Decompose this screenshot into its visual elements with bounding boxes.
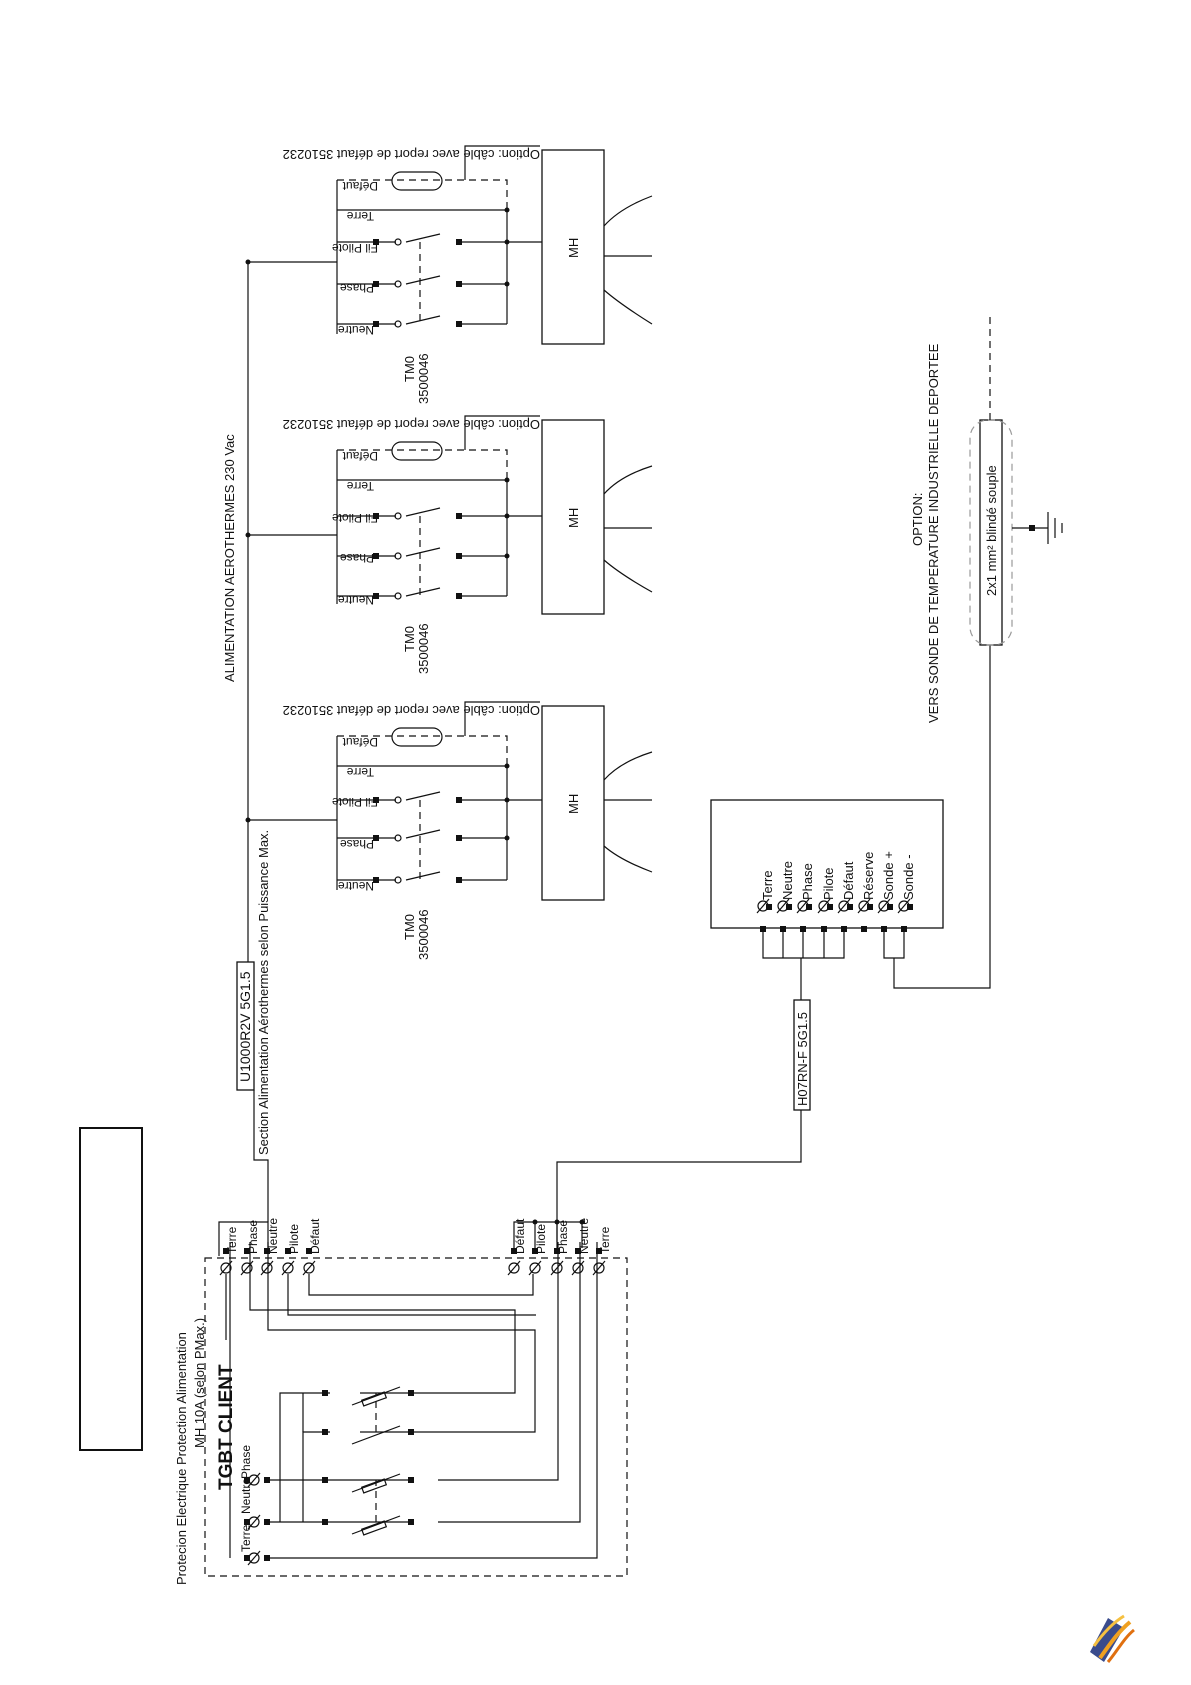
controller-terminal-phase: Phase [800,863,815,900]
terminal-screw-icon [240,1260,254,1276]
option-note-3: Option: câble avec report de défaut 3510… [283,147,540,162]
controller-cable-box [793,999,811,1111]
terminal-neutre-2: Neutre [338,593,374,607]
switch-ref-3: TM0 [402,356,417,382]
feeder: U1000R2V 5G1.5 Section Alimentation Aéro… [222,259,337,1222]
right-terminal-row: Défaut Pilote Phase Neutre Terre [507,1218,612,1276]
terminal-neutre-3: Neutre [338,323,374,337]
mh-unit-2 [541,419,605,615]
probe-option-title: OPTION: [910,493,925,546]
right-terminal-pilote: Pilote [534,1224,548,1254]
switch-code-3: 3500046 [416,353,431,404]
feeder-cable-box [236,961,255,1091]
terminal-screw-icon [260,1260,274,1276]
terminal-screw-icon [219,1260,233,1276]
left-terminal-defaut: Défaut [308,1218,322,1254]
right-terminal-neutre: Neutre [577,1218,591,1254]
protection-rating: MH 10A (selon PMax.) [192,1318,207,1448]
probe-option-text: VERS SONDE DE TEMPERATURE INDUSTRIELLE D… [926,343,941,723]
switch-code-1: 3500046 [416,909,431,960]
terminal-screw-icon [281,1260,295,1276]
probe-cable-label: 2x1 mm² blindé souple [984,465,999,596]
left-terminal-pilote: Pilote [287,1224,301,1254]
heater-section-3: Option: câble avec report de défaut 3510… [283,145,653,404]
mh-label-3: MH [566,238,581,258]
logo-icon [1090,1614,1135,1663]
terminal-screw-icon [571,1260,585,1276]
left-terminal-terre: Terre [225,1226,239,1254]
right-terminal-phase: Phase [556,1220,570,1254]
terminal-phase-1: Phase [340,837,374,851]
terminal-screw-icon [507,1260,521,1276]
terminal-phase-3: Phase [340,281,374,295]
terminal-phase-2: Phase [340,551,374,565]
tgbt-title: TGBT CLIENT [216,1364,237,1490]
terminal-terre-1: Terre [346,765,374,779]
terminal-neutre-1: Neutre [338,879,374,893]
terminal-defaut-3: Défaut [342,179,378,193]
tgbt-client-panel: TGBT CLIENT Protecion Electrique Protect… [174,1218,628,1585]
terminal-pilote-3: Fil Pilote [332,241,378,255]
controller-terminal-pilote: Pilote [821,867,836,900]
terminal-defaut-2: Défaut [342,449,378,463]
controller-terminal-reserve: Réserve [861,852,876,900]
mh-unit-3 [541,149,605,345]
switch-ref-1: TM0 [402,914,417,940]
supply-label-neutre: Neutre [239,1478,253,1514]
controller: H07RN-F 5G1.5 Terre Neutre Phase Pilote … [556,645,991,1242]
controller-terminal-neutre: Neutre [780,861,795,900]
terminal-screw-icon [528,1260,542,1276]
option-note-2: Option: câble avec report de défaut 3510… [283,417,540,432]
title-block [79,1127,143,1451]
breaker-symbol [322,1386,414,1445]
heater-section-2: Option: câble avec report de défaut 3510… [283,415,653,674]
left-terminal-phase: Phase [246,1220,260,1254]
protection-header: Protecion Electrique Protection Alimenta… [174,1332,189,1585]
mh-label-1: MH [566,794,581,814]
switch-ref-2: TM0 [402,626,417,652]
controller-cable-label: H07RN-F 5G1.5 [795,1012,810,1106]
controller-terminal-terre: Terre [760,870,775,900]
heater-section-1: Option: câble avec report de défaut 3510… [283,701,653,960]
feeder-section-note: Section Alimentation Aérothermes selon P… [256,830,271,1155]
mh-label-2: MH [566,508,581,528]
bus-title: ALIMENTATION AEROTHERMES 230 Vac [222,434,237,682]
probe-option: OPTION: VERS SONDE DE TEMPERATURE INDUST… [910,312,1063,723]
option-note-1: Option: câble avec report de défaut 3510… [283,703,540,718]
terminal-screw-icon [592,1260,606,1276]
left-terminal-neutre: Neutre [266,1218,280,1254]
left-terminal-row: Terre Phase Neutre Pilote Défaut [218,1218,536,1340]
terminal-terre-2: Terre [346,479,374,493]
terminal-screw-icon [302,1260,316,1276]
right-terminal-defaut: Défaut [513,1218,527,1254]
switch-code-2: 3500046 [416,623,431,674]
terminal-screw-icon [550,1260,564,1276]
terminal-pilote-1: Fil Pilote [332,795,378,809]
mh-unit-1 [541,705,605,901]
terminal-terre-3: Terre [346,209,374,223]
supply-label-terre: Terre [239,1524,253,1552]
right-terminal-terre: Terre [598,1226,612,1254]
ground-icon [1047,512,1063,544]
controller-terminal-sonde-minus: Sonde - [901,854,916,900]
controller-terminal-defaut: Défaut [841,861,856,900]
controller-terminal-sonde-plus: Sonde + [881,851,896,900]
terminal-pilote-2: Fil Pilote [332,511,378,525]
breaker-symbol [322,1473,414,1536]
terminal-defaut-1: Défaut [342,735,378,749]
feeder-cable-label: U1000R2V 5G1.5 [237,971,253,1082]
supply-label-phase: Phase [239,1445,253,1479]
